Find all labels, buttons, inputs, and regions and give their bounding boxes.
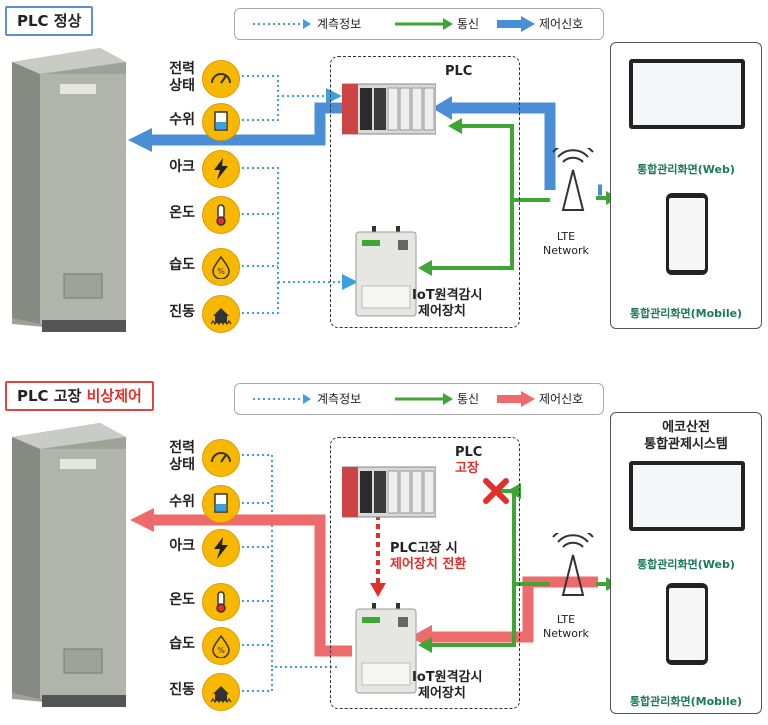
- legend-measure-swatch: [253, 394, 311, 404]
- legend-comm-swatch: [395, 18, 453, 30]
- thermometer-icon: [202, 583, 240, 621]
- humidity-icon: %: [202, 248, 240, 286]
- svg-text:%: %: [217, 646, 225, 655]
- sensor-vibration: 진동: [140, 671, 240, 711]
- sensor-humidity: 습도 %: [140, 625, 240, 665]
- web-dashboard-image: [629, 59, 745, 129]
- mobile-caption: 통합관리화면(Mobile): [629, 307, 743, 320]
- control-signal-arrow: [450, 102, 556, 190]
- gauge-icon: [202, 439, 240, 477]
- panel-title: PLC 정상: [5, 6, 94, 36]
- sensor-arc: 아크: [140, 148, 240, 188]
- web-dashboard-image: [629, 461, 745, 531]
- mobile-dashboard-image: [666, 583, 708, 665]
- control-devices-box: [330, 56, 520, 328]
- legend: 계측정보 통신 제어신호: [234, 383, 604, 415]
- legend: 계측정보 통신 제어신호: [234, 8, 604, 40]
- antenna-icon: [552, 148, 594, 211]
- svg-text:%: %: [217, 267, 225, 276]
- water-level-icon: [202, 485, 240, 523]
- legend-control-swatch: [497, 16, 535, 32]
- plc-label: PLC: [445, 64, 473, 79]
- cabinet-image: [12, 423, 126, 707]
- lightning-icon: [202, 150, 240, 188]
- web-caption: 통합관리화면(Web): [637, 163, 735, 176]
- sensor-water-level: 수위: [140, 483, 240, 523]
- legend-control-label: 제어신호: [539, 17, 584, 31]
- legend-measure-swatch: [253, 19, 311, 29]
- thermometer-icon: [202, 196, 240, 234]
- cabinet-image: [12, 48, 126, 332]
- connection-lines: [128, 75, 618, 314]
- water-level-icon: [202, 103, 240, 141]
- vibration-icon: [202, 295, 240, 333]
- plc-device-image: [342, 83, 436, 135]
- antenna-icon: [552, 533, 594, 596]
- sensor-arc: 아크: [140, 527, 240, 567]
- web-caption: 통합관리화면(Web): [637, 558, 735, 571]
- control-devices-box: [330, 437, 520, 709]
- failure-x-icon: [483, 478, 509, 504]
- legend-measure-label: 계측정보: [317, 392, 362, 406]
- iot-device-image: [355, 226, 417, 317]
- legend-comm-label: 통신: [457, 392, 480, 406]
- integrated-system-box: 통합관리화면(Web) 통합관리화면(Mobile): [610, 42, 762, 329]
- sensor-vibration: 진동: [140, 293, 240, 333]
- sensor-temperature: 온도: [140, 581, 240, 621]
- sensor-humidity: 습도 %: [140, 246, 240, 286]
- legend-comm-label: 통신: [457, 17, 480, 31]
- plc-device-image: [342, 466, 436, 518]
- legend-control-label: 제어신호: [539, 392, 584, 406]
- connection-lines: [130, 454, 618, 692]
- sensor-power-label: 전력: [169, 61, 195, 77]
- sensor-power-label: 전력: [169, 440, 195, 456]
- gauge-icon: [202, 60, 240, 98]
- plc-failure-status: 고장: [455, 461, 479, 476]
- iot-device-image: [355, 603, 417, 694]
- lightning-icon: [202, 529, 240, 567]
- humidity-icon: %: [202, 627, 240, 665]
- mobile-caption: 통합관리화면(Mobile): [629, 695, 743, 708]
- vibration-icon: [202, 673, 240, 711]
- panel-title: PLC 고장 비상제어: [5, 381, 154, 411]
- legend-control-swatch: [497, 391, 535, 407]
- sensor-temperature: 온도: [140, 194, 240, 234]
- legend-measure-label: 계측정보: [317, 17, 362, 31]
- mobile-dashboard-image: [666, 193, 708, 275]
- sensor-water-level: 수위: [140, 101, 240, 141]
- legend-comm-swatch: [395, 393, 453, 405]
